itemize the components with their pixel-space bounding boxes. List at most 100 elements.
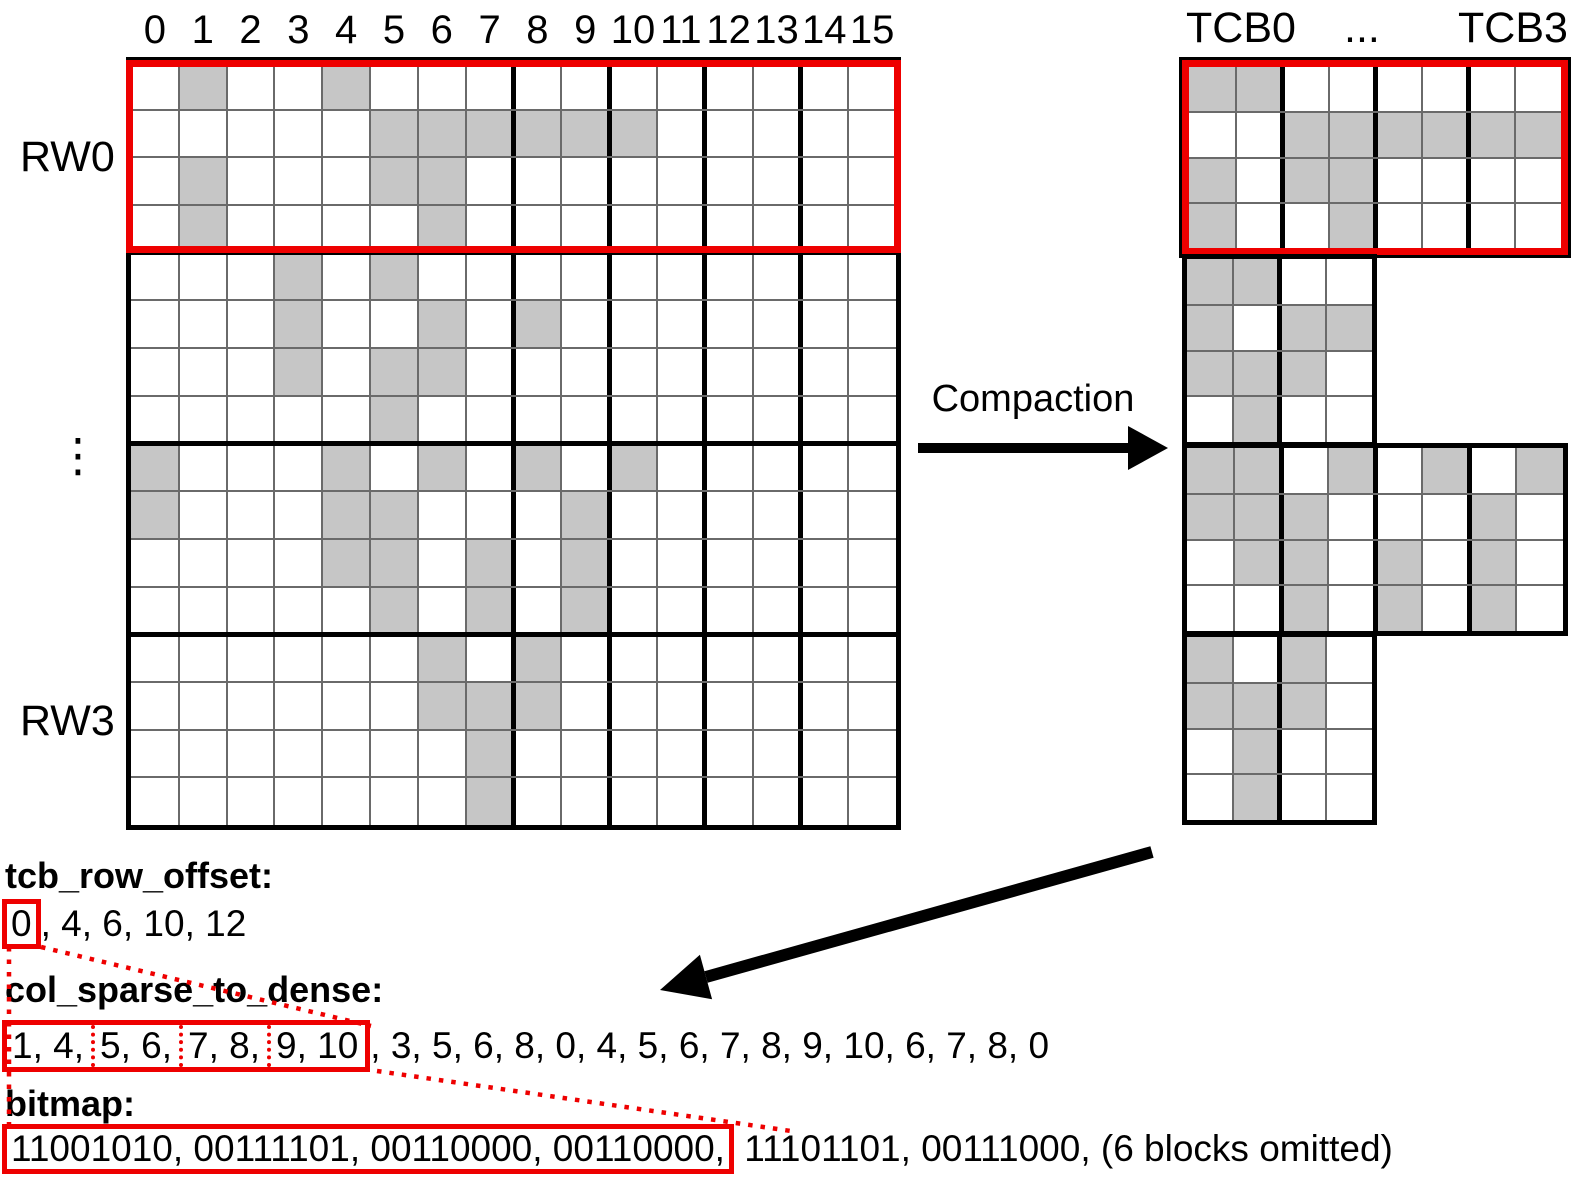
compaction-label: Compaction <box>931 378 1135 420</box>
grid-line-h <box>1189 156 1561 159</box>
shaded-cell <box>1469 493 1516 540</box>
shaded-cell <box>417 634 466 682</box>
shaded-cell <box>465 538 514 587</box>
shaded-cell <box>1234 539 1281 586</box>
row-window-divider-line <box>131 631 896 637</box>
shaded-cell <box>1281 493 1328 540</box>
shaded-cell <box>1469 539 1516 586</box>
shaded-cell <box>1279 350 1326 397</box>
connector-cols-to-bitmap <box>376 1068 792 1134</box>
shaded-cell <box>1233 396 1280 442</box>
col-header-12: 12 <box>706 8 751 52</box>
shaded-cell <box>1281 539 1328 586</box>
col-header-8: 8 <box>526 8 549 52</box>
grid-line-h <box>1187 492 1563 495</box>
shaded-cell <box>513 300 562 349</box>
tcb-row-offset-values: 0, 4, 6, 10, 12 <box>2 899 246 949</box>
shaded-cell <box>178 157 227 206</box>
shaded-cell <box>1328 157 1375 203</box>
shaded-cell <box>1281 585 1328 631</box>
grid-line-h <box>1187 349 1372 352</box>
shaded-cell <box>1516 448 1563 494</box>
shaded-cell <box>417 681 466 730</box>
grid-line-h <box>131 585 896 588</box>
col-header-4: 4 <box>335 8 358 52</box>
shaded-cell <box>1233 350 1280 397</box>
shaded-cell <box>274 300 323 349</box>
grid-line-h <box>1187 727 1372 730</box>
shaded-cell <box>609 443 657 492</box>
shaded-cell <box>561 538 610 587</box>
col-sparse-to-dense-label: col_sparse_to_dense: <box>5 969 384 1010</box>
grid-line-h <box>131 108 896 111</box>
shaded-cell <box>417 157 466 206</box>
compacted-section-rw3 <box>1182 632 1377 825</box>
shaded-cell <box>417 348 466 396</box>
shaded-cell <box>1233 774 1280 820</box>
shaded-cell <box>1422 448 1469 494</box>
col-header-2: 2 <box>239 8 262 52</box>
shaded-cell <box>1421 112 1468 158</box>
grid-line-h <box>1187 681 1372 684</box>
shaded-cell <box>131 443 179 492</box>
expand-to-metadata-arrow <box>660 846 1154 1000</box>
col-header-3: 3 <box>287 8 310 52</box>
shaded-cell <box>178 205 227 253</box>
shaded-cell <box>1187 493 1234 540</box>
shaded-cell <box>561 491 610 539</box>
shaded-cell <box>1469 585 1516 631</box>
compacted-section-rw0 <box>1179 57 1571 258</box>
col-header-13: 13 <box>754 8 799 52</box>
col-group-tcb3: 9, 10 <box>267 1025 365 1067</box>
shaded-cell <box>370 491 418 539</box>
col-header-6: 6 <box>430 8 453 52</box>
shaded-cell <box>465 681 514 730</box>
grid-line-h <box>131 156 896 159</box>
shaded-cell <box>1189 202 1236 248</box>
row-window-divider-line <box>131 250 896 256</box>
col-header-5: 5 <box>382 8 406 52</box>
shaded-cell <box>1187 682 1234 729</box>
col-header-15: 15 <box>849 8 895 52</box>
grid-line-h <box>131 299 896 302</box>
shaded-cell <box>1279 682 1326 729</box>
shaded-cell <box>1233 728 1280 775</box>
row-window-ellipsis: ⋮ <box>55 429 101 481</box>
col-sparse-to-dense-values: 1, 4,5, 6,7, 8,9, 10, 3, 5, 6, 8, 0, 4, … <box>2 1020 1049 1072</box>
row-window-label-rw0: RW0 <box>20 133 115 181</box>
shaded-cell <box>1235 67 1282 113</box>
shaded-cell <box>1282 112 1329 158</box>
shaded-cell <box>417 443 466 492</box>
shaded-cell <box>1233 682 1280 729</box>
shaded-cell <box>417 300 466 349</box>
shaded-cell <box>1375 539 1422 586</box>
col-header-14: 14 <box>802 8 847 52</box>
shaded-cell <box>1189 67 1236 113</box>
shaded-cell <box>1187 304 1234 351</box>
tcb-row-offset-label: tcb_row_offset: <box>5 855 274 896</box>
shaded-cell <box>1234 448 1281 494</box>
grid-line-h <box>1187 303 1372 306</box>
shaded-cell <box>322 538 371 587</box>
shaded-cell <box>1187 350 1234 397</box>
grid-line-h <box>1187 584 1563 587</box>
shaded-cell <box>370 395 418 444</box>
shaded-cell <box>465 586 514 635</box>
col-sparse-rest: , 3, 5, 6, 8, 0, 4, 5, 6, 7, 8, 9, 10, 6… <box>370 1025 1050 1066</box>
grid-line-h <box>131 347 896 350</box>
grid-line-h <box>131 394 896 397</box>
shaded-cell <box>1468 112 1515 158</box>
grid-line-h <box>1189 201 1561 204</box>
shaded-cell <box>370 252 418 301</box>
shaded-cell <box>513 634 562 682</box>
shaded-cell <box>370 586 418 635</box>
compacted-section-rw1 <box>1182 254 1377 447</box>
grid-line-h <box>1187 773 1372 776</box>
shaded-cell <box>178 62 227 110</box>
shaded-cell <box>465 729 514 778</box>
shaded-cell <box>513 109 562 158</box>
shaded-cell <box>1187 259 1234 305</box>
tcb-row-offset-boxed-value: 0 <box>2 899 41 949</box>
shaded-cell <box>1282 157 1329 203</box>
shaded-cell <box>561 109 610 158</box>
